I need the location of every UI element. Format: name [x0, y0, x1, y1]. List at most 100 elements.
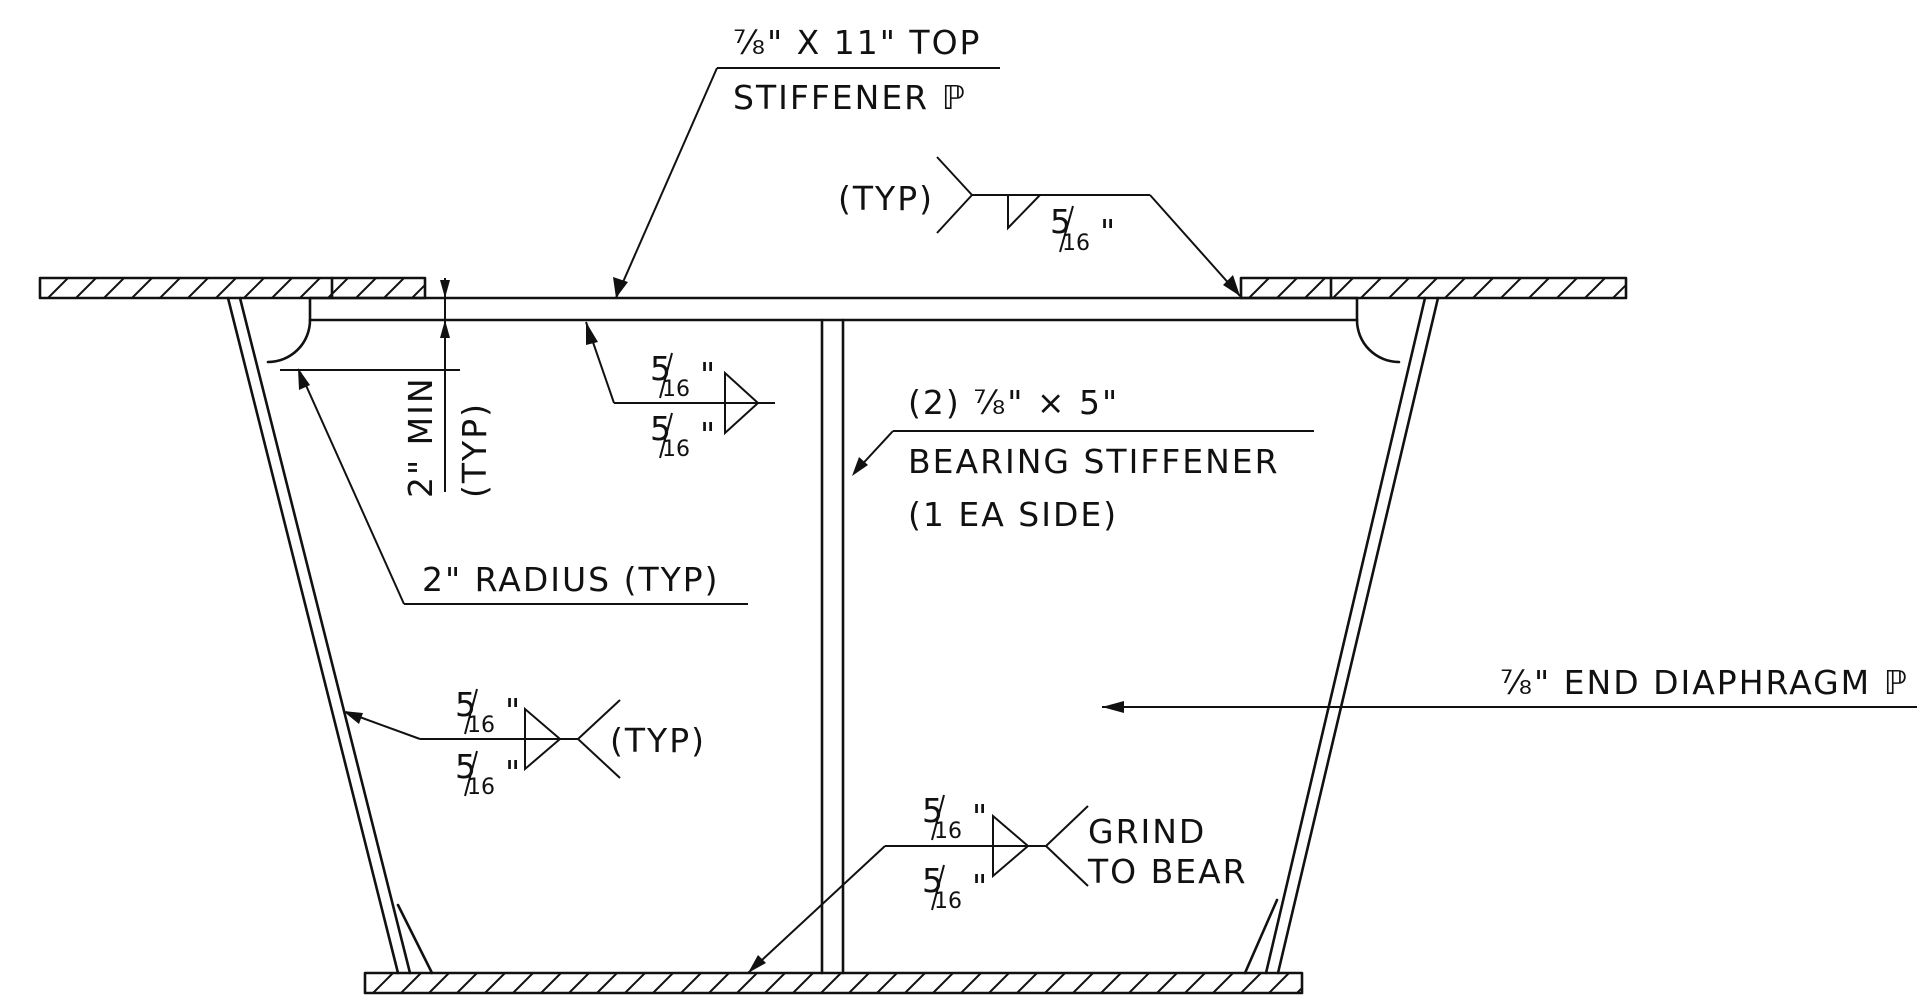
- hatch-line: [960, 973, 982, 993]
- fillet-mid-lower-denominator: 16: [662, 437, 690, 462]
- hatch-line: [540, 973, 562, 993]
- hatch-line: [1304, 278, 1326, 298]
- fillet-mid-upper-denominator: 16: [662, 377, 690, 402]
- hatch-line: [1332, 278, 1354, 298]
- right-radius-cutout: [1355, 318, 1401, 364]
- bearing-label-line1: (2) ⅞" × 5": [908, 383, 1119, 422]
- hatch-line: [456, 973, 478, 993]
- fillet-left-lower-denominator: 16: [467, 775, 495, 800]
- hatch-line: [1248, 278, 1270, 298]
- left-radius-cutout: [266, 318, 312, 371]
- hatch-line: [792, 973, 814, 993]
- hatch-line: [40, 278, 41, 280]
- fillet-top-inch: ": [1100, 212, 1115, 251]
- hatch-line: [736, 973, 758, 993]
- hatch-line: [848, 973, 870, 993]
- hatch-line: [1416, 278, 1438, 298]
- hatch-line: [400, 973, 422, 993]
- hatch-line: [1212, 973, 1234, 993]
- hatch-line: [512, 973, 534, 993]
- hatch-line: [904, 973, 926, 993]
- radius-label: 2" RADIUS (TYP): [422, 560, 720, 599]
- hatch-line: [568, 973, 590, 993]
- hatch-line: [1556, 278, 1578, 298]
- hatch-line: [484, 973, 506, 993]
- hatch-line: [428, 973, 450, 993]
- fillet-bottom-lower-denominator: 16: [934, 889, 962, 914]
- bearing-stiffener: [820, 318, 845, 975]
- bearing-label-line2: BEARING STIFFENER: [908, 442, 1280, 481]
- hatch-line: [1240, 973, 1262, 993]
- hatch-line: [1128, 973, 1150, 993]
- hatch-line: [1641, 278, 1661, 298]
- hatch-line: [75, 278, 97, 298]
- hatch-line: [624, 973, 646, 993]
- fillet-mid-lower-inch: ": [700, 415, 715, 454]
- hatch-line: [596, 973, 618, 993]
- hatch-line: [652, 973, 674, 993]
- hatch-line: [411, 283, 425, 298]
- radius-callout: 2" RADIUS (TYP): [298, 368, 748, 605]
- hatch-line: [1276, 278, 1298, 298]
- left-top-flange: [38, 276, 427, 300]
- fillet-bottom-upper-denominator: 16: [934, 819, 962, 844]
- bottom-weld-callout: 5 16 " 5 16 " GRIND TO BEAR: [747, 791, 1248, 974]
- hatch-line: [365, 973, 366, 975]
- bearing-stiffener-callout: (2) ⅞" × 5" BEARING STIFFENER (1 EA SIDE…: [852, 383, 1314, 534]
- hatch-line: [159, 278, 181, 298]
- grind-label-line2: TO BEAR: [1087, 852, 1248, 891]
- fillet-left-lower-inch: ": [505, 753, 520, 792]
- hatch-line: [1360, 278, 1382, 298]
- hatch-line: [1528, 278, 1550, 298]
- hatch-line: [988, 973, 1010, 993]
- hatch-line: [1472, 278, 1494, 298]
- grind-label-line1: GRIND: [1088, 812, 1206, 851]
- hatch-line: [187, 278, 209, 298]
- hatch-line: [1072, 973, 1094, 993]
- hatch-line: [1612, 283, 1626, 298]
- left-web: [226, 296, 434, 975]
- right-web: [1243, 296, 1440, 975]
- right-top-flange: [1239, 276, 1661, 300]
- min-dimension-label: 2" MIN: [401, 376, 440, 498]
- bottom-flange: [363, 971, 1304, 995]
- right-flange-hatching: [1241, 278, 1661, 298]
- hatch-line: [47, 278, 69, 298]
- hatch-line: [1444, 278, 1466, 298]
- hatch-line: [1500, 278, 1522, 298]
- bearing-label-line3: (1 EA SIDE): [908, 495, 1118, 534]
- top-weld-callout: (TYP) 5 16 ": [838, 156, 1241, 297]
- hatch-line: [708, 973, 730, 993]
- bottom-flange-hatching: [365, 973, 1302, 993]
- hatch-line: [372, 973, 394, 993]
- fillet-top-denominator: 16: [1062, 231, 1090, 256]
- hatch-line: [1156, 973, 1178, 993]
- fillet-left-upper-inch: ": [505, 691, 520, 730]
- fillet-left-upper-denominator: 16: [467, 713, 495, 738]
- hatch-line: [271, 278, 293, 298]
- hatch-line: [680, 973, 702, 993]
- hatch-line: [383, 278, 405, 298]
- end-diaphragm-label: ⅞" END DIAPHRAGM ℙ: [1500, 663, 1909, 702]
- hatch-line: [1268, 973, 1290, 993]
- fillet-mid-upper-inch: ": [700, 355, 715, 394]
- hatch-line: [1016, 973, 1038, 993]
- top-stiffener-plate: [308, 296, 1359, 322]
- hatch-line: [103, 278, 125, 298]
- hatch-line: [1184, 973, 1206, 993]
- typ-left-label: (TYP): [610, 721, 706, 760]
- top-stiffener-callout: ⅞" X 11" TOP STIFFENER ℙ: [613, 23, 1000, 299]
- hatch-line: [1388, 278, 1410, 298]
- top-stiffener-label-line2: STIFFENER ℙ: [733, 78, 967, 117]
- left-weld-callout: 5 16 " 5 16 " (TYP): [343, 685, 706, 800]
- hatch-line: [876, 973, 898, 993]
- min-dimension-typ: (TYP): [455, 402, 494, 498]
- hatch-line: [299, 278, 321, 298]
- hatch-line: [1296, 986, 1302, 993]
- hatch-line: [932, 973, 954, 993]
- hatch-line: [1100, 973, 1122, 993]
- min-dimension: 2" MIN (TYP): [300, 278, 494, 498]
- hatch-line: [243, 278, 265, 298]
- typ-top-label: (TYP): [838, 179, 934, 218]
